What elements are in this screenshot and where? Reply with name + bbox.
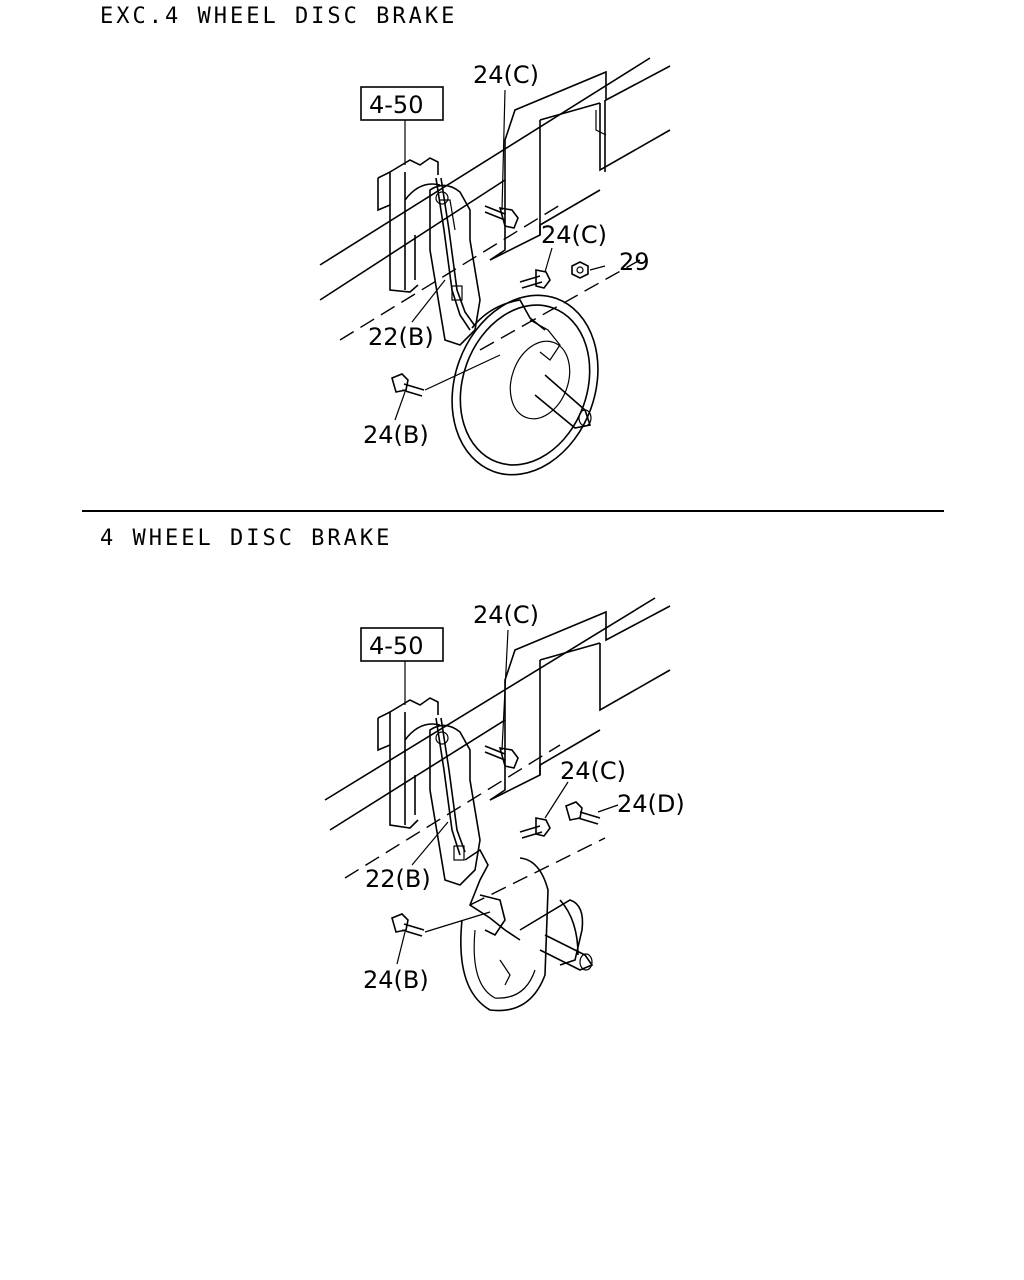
callout-24b: 24(B) <box>363 966 429 994</box>
callout-24c-lower: 24(C) <box>541 221 607 249</box>
ref-box-label: 4-50 <box>369 91 423 119</box>
brake-rotor-assembly <box>460 857 594 1012</box>
bolt-24b <box>391 373 425 397</box>
leader-22b <box>411 279 446 323</box>
leader-24b <box>396 931 406 965</box>
diagram-4-wheel-disc-brake: 4-50 24(C) 24(C) 24(D) 22(B) 24(B) <box>0 580 1024 1080</box>
centerline-1 <box>339 204 561 341</box>
leader-24c-upper <box>501 89 506 211</box>
centerline-1 <box>344 744 561 879</box>
steering-knuckle <box>429 184 481 346</box>
leader-bolt-24b-to-shield <box>424 354 501 391</box>
bolt-24c-lower <box>519 269 551 289</box>
exploded-parts-diagram: 4-50 24(C) 24(C) 24(D) 22(B) 24(B) <box>324 597 685 1012</box>
leader-24c-lower <box>544 247 553 273</box>
bracket <box>377 697 441 829</box>
frame-rail <box>324 597 671 831</box>
leader-bolt-24b-to-caliper <box>424 911 491 933</box>
section-divider <box>82 510 944 512</box>
centerline-2 <box>479 259 641 351</box>
bolt-24b <box>391 913 425 937</box>
callout-24c-lower: 24(C) <box>560 757 626 785</box>
callout-24c-upper: 24(C) <box>473 61 539 89</box>
callout-24c-upper: 24(C) <box>473 601 539 629</box>
diagram-exc-4-wheel-disc-brake: 4-50 24(C) 24(C) 29 22(B) 24(B) <box>0 40 1024 540</box>
bolt-24c-upper <box>484 205 519 229</box>
leader-24c-upper <box>501 629 509 751</box>
leader-24c-lower <box>544 781 569 819</box>
leader-22b <box>411 821 449 866</box>
brake-hose <box>435 717 521 941</box>
ref-box <box>360 86 444 121</box>
leader-24d <box>597 804 619 813</box>
bolt-24d <box>565 801 601 825</box>
callout-24d: 24(D) <box>617 790 685 818</box>
callout-22b: 22(B) <box>365 865 431 893</box>
callout-24b: 24(B) <box>363 421 429 449</box>
nut-29 <box>571 261 589 279</box>
section-title-4-wheel-disc-brake: 4 WHEEL DISC BRAKE <box>100 526 393 551</box>
callout-29: 29 <box>619 248 650 276</box>
ref-box <box>360 627 444 662</box>
brake-dust-shield <box>451 294 599 476</box>
frame-rail <box>319 57 671 301</box>
ref-box-label: 4-50 <box>369 632 423 660</box>
steering-knuckle <box>429 724 481 886</box>
brake-hose <box>435 177 546 331</box>
callout-22b: 22(B) <box>368 323 434 351</box>
exploded-parts-diagram: 4-50 24(C) 24(C) 29 22(B) 24(B) <box>319 57 671 476</box>
leader-24b <box>394 391 406 421</box>
bolt-24c-lower <box>519 817 551 839</box>
centerline-2 <box>469 837 606 906</box>
section-title-exc-4-wheel-disc-brake: EXC.4 WHEEL DISC BRAKE <box>100 4 458 29</box>
bolt-24c-upper <box>484 745 519 769</box>
leader-29 <box>589 265 606 271</box>
